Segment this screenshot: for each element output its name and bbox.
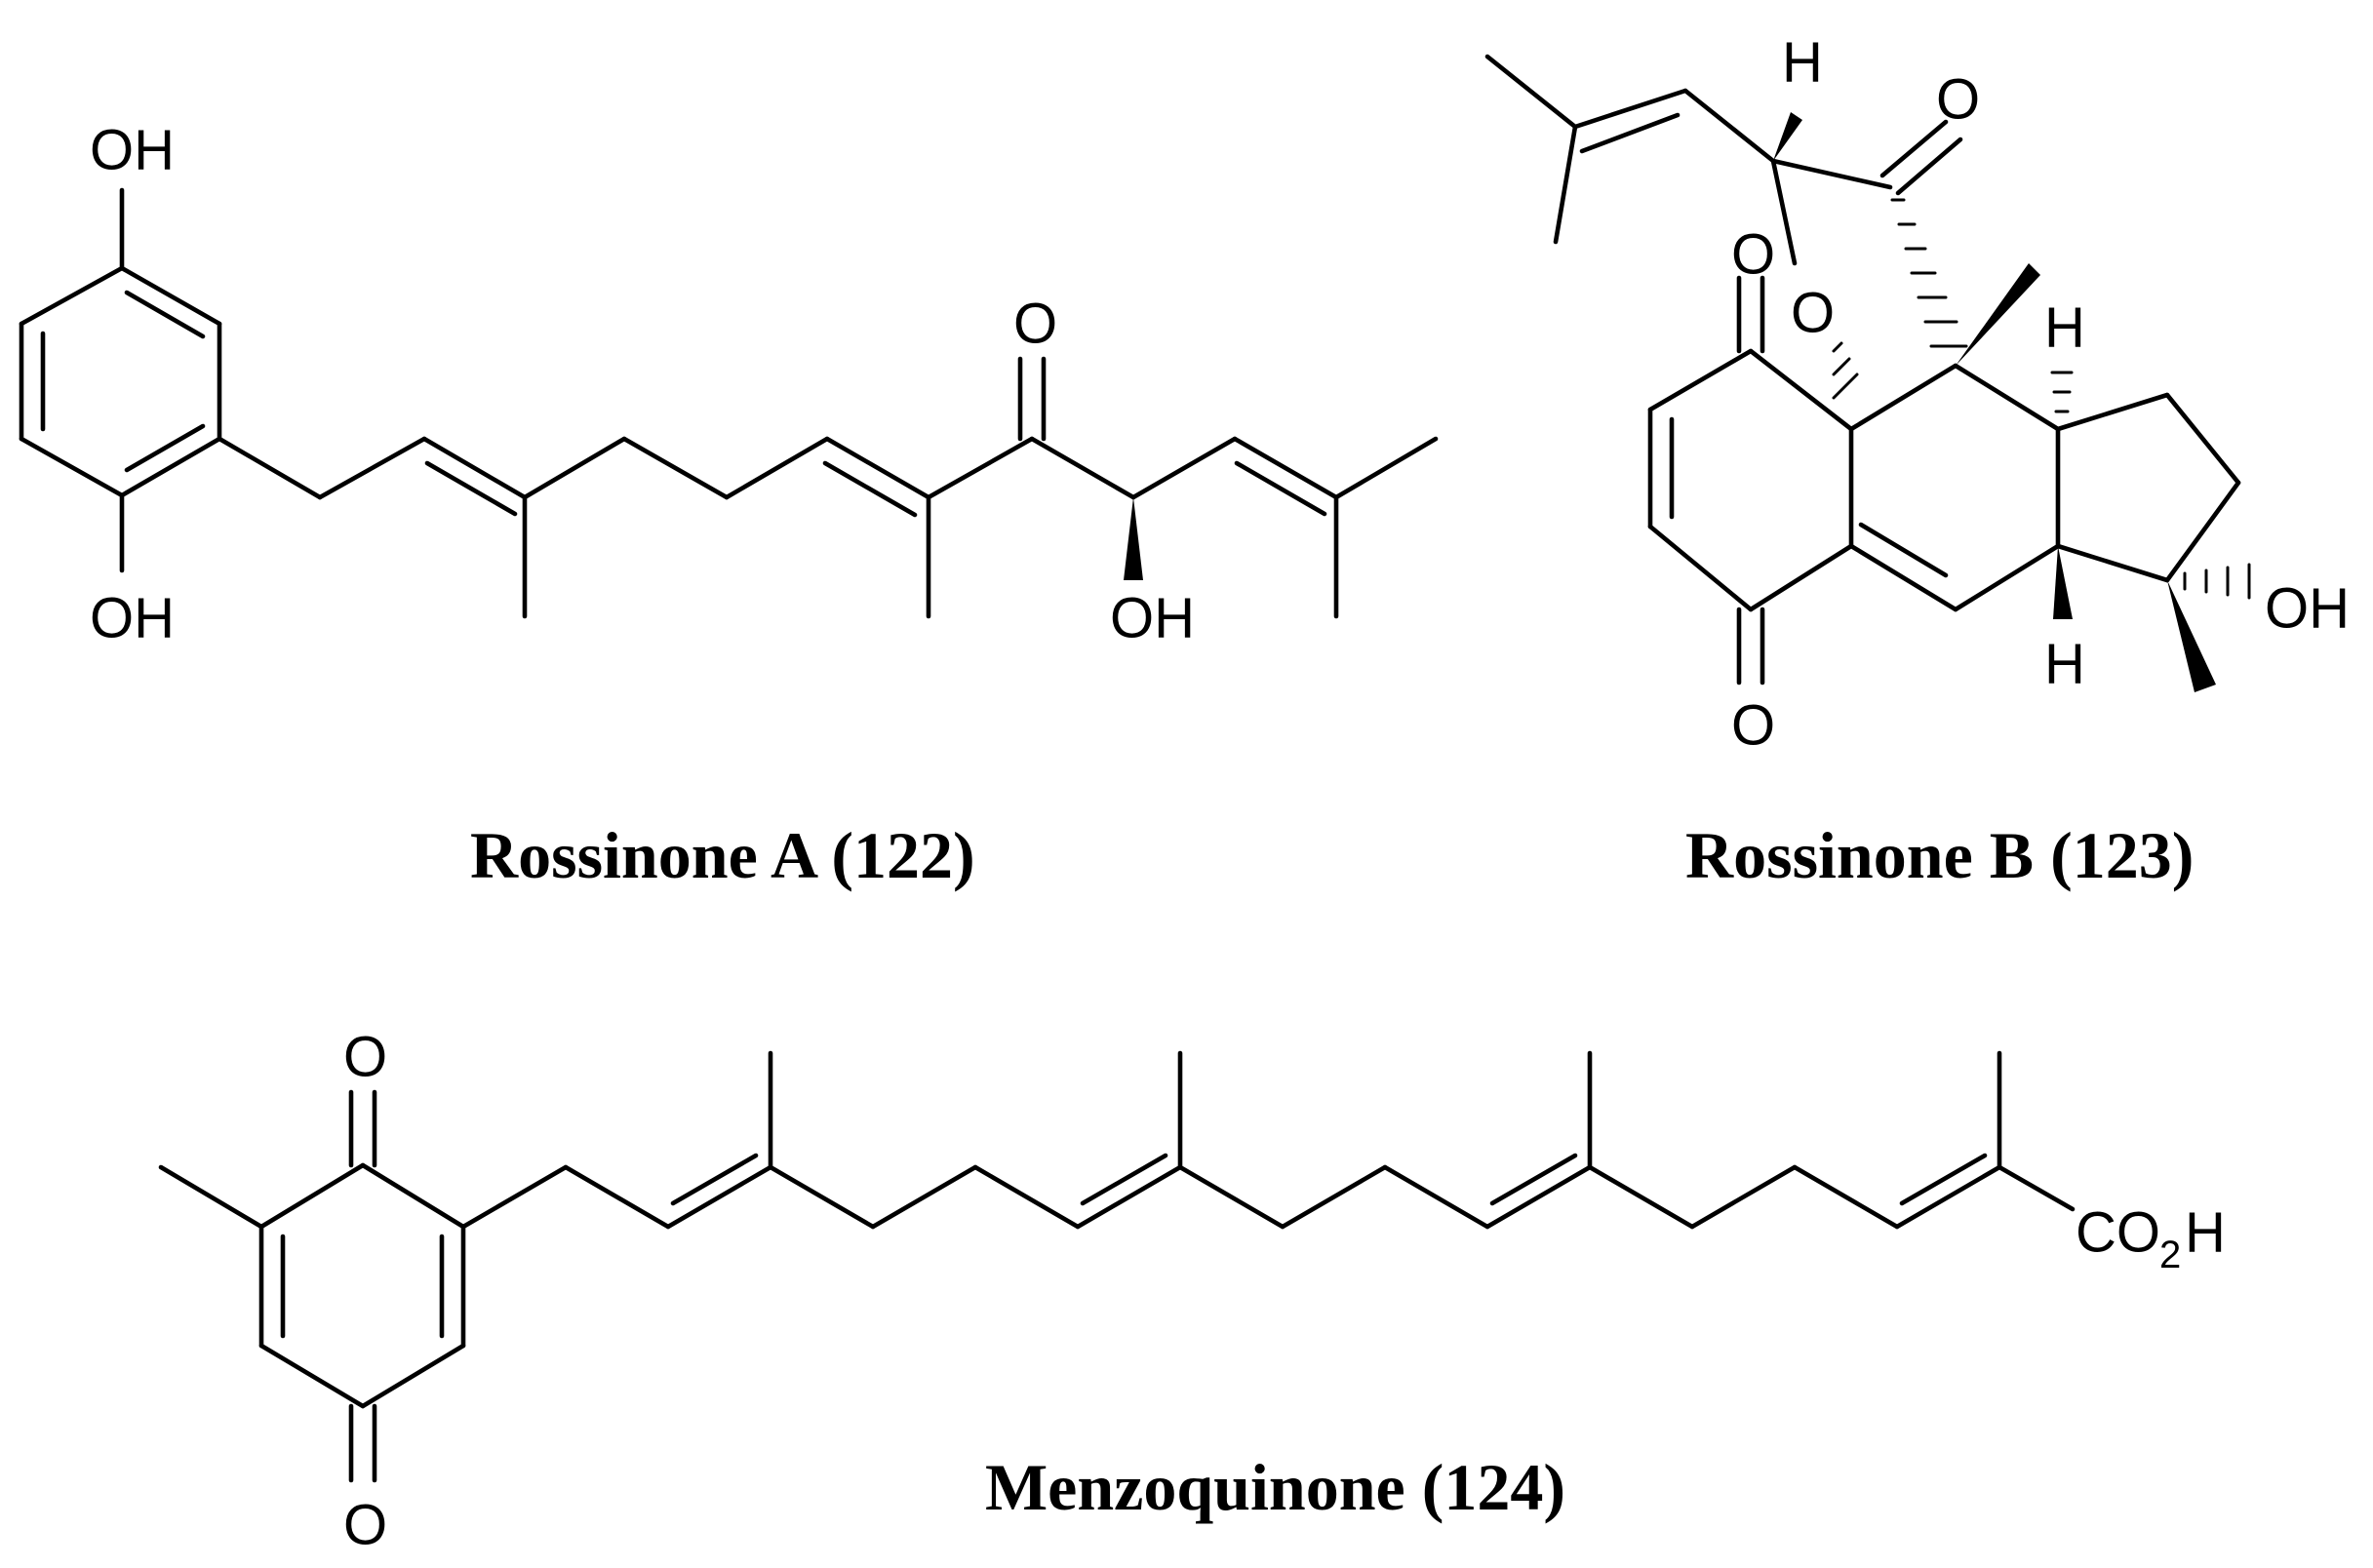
rossinone-a-bonds (19, 187, 1439, 619)
rossinone-b-hash-to-lactone (1890, 198, 1968, 348)
rossinone-b-quinone-o-top-label: O (1731, 222, 1775, 286)
rossinone-b-h-top-label: H (1782, 30, 1823, 94)
rossinone-a-oh-bottom-label: OH (90, 586, 175, 649)
rossinone-a-structure: OH OH O OH Rossinone A (122) (19, 118, 1439, 892)
rossinone-a-atom-labels: OH OH O OH (90, 118, 1195, 649)
rossinone-a-caption: Rossinone A (122) (470, 818, 975, 892)
rossinone-b-bonds (1484, 54, 2241, 686)
rossinone-b-lactone-o-label: O (1936, 67, 1980, 131)
menzoquinone-caption: Menzoquinone (124) (985, 1450, 1565, 1524)
rossinone-b-hash-to-oh (2183, 563, 2251, 600)
menzoquinone-acid-subscript: 2 (2159, 1234, 2181, 1276)
menzoquinone-acid-h-label: H (2185, 1200, 2226, 1264)
menzoquinone-quinone-o-top-label: O (343, 1025, 387, 1088)
rossinone-b-caption: Rossinone B (123) (1685, 818, 2194, 892)
rossinone-a-ketone-o-label: O (1013, 292, 1057, 355)
rossinone-b-oh-right-label: OH (2265, 576, 2350, 640)
rossinone-a-oh-top-label: OH (90, 118, 175, 181)
rossinone-b-quinone-o-bottom-label: O (1731, 693, 1775, 757)
rossinone-b-ring-o-label: O (1791, 281, 1835, 344)
menzoquinone-atom-labels: O O CO 2 H (343, 1025, 2226, 1556)
rossinone-b-stereo-bonds (1773, 112, 2251, 692)
menzoquinone-quinone-o-bottom-label: O (343, 1493, 387, 1556)
rossinone-b-hash-to-h-right (2050, 371, 2074, 413)
rossinone-a-oh-side-label: OH (1110, 586, 1195, 649)
rossinone-b-h-right-label: H (2044, 295, 2085, 359)
rossinone-a-wedge-bond (1124, 497, 1143, 580)
rossinone-b-hash-to-ring-o (1832, 341, 1859, 400)
rossinone-b-h-bottom-label: H (2044, 632, 2085, 695)
menzoquinone-acid-co-label: CO (2076, 1200, 2160, 1264)
rossinone-b-atom-labels: H O O O H H OH O (1731, 30, 2350, 757)
menzoquinone-structure: O O CO 2 H Menzoquinone (124) (158, 1025, 2226, 1556)
menzoquinone-bonds (158, 1050, 2076, 1483)
rossinone-b-structure: H O O O H H OH O Rossinone B (123) (1484, 30, 2350, 892)
